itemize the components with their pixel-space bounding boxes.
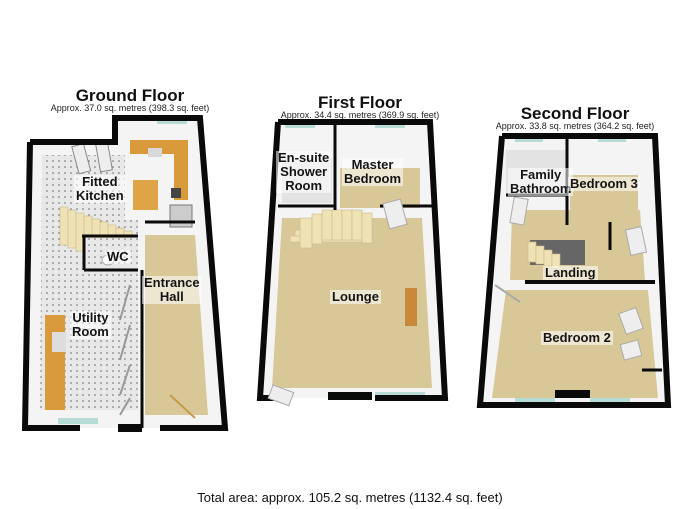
room-master-bedroom: Master Bedroom bbox=[342, 157, 404, 186]
room-en-suite-shower-room: En-suite Shower Room bbox=[276, 150, 332, 193]
ground-floor-area: Approx. 37.0 sq. metres (398.3 sq. feet) bbox=[50, 103, 210, 113]
ground-floor-title: Ground Floor bbox=[75, 86, 185, 105]
room-entrance-hall: Entrance Hall bbox=[142, 275, 202, 304]
room-bedroom-2: Bedroom 2 bbox=[541, 330, 613, 345]
second-floor-title: Second Floor bbox=[520, 104, 630, 123]
second-floor-area: Approx. 33.8 sq. metres (364.2 sq. feet) bbox=[495, 121, 655, 131]
room-wc: WC bbox=[105, 249, 131, 264]
first-floor-area: Approx. 34.4 sq. metres (369.9 sq. feet) bbox=[280, 110, 440, 120]
room-landing: Landing bbox=[543, 265, 598, 280]
room-family-bathroom: Family Bathroom bbox=[508, 167, 574, 196]
ground-floor-plan bbox=[21, 115, 229, 432]
second-floor-plan bbox=[476, 133, 672, 408]
room-lounge: Lounge bbox=[330, 289, 381, 304]
room-utility-room: Utility Room bbox=[70, 310, 111, 339]
room-fitted-kitchen: Fitted Kitchen bbox=[74, 174, 126, 203]
total-area: Total area: approx. 105.2 sq. metres (11… bbox=[197, 490, 503, 505]
room-bedroom-3: Bedroom 3 bbox=[568, 176, 640, 191]
first-floor-title: First Floor bbox=[317, 93, 403, 112]
